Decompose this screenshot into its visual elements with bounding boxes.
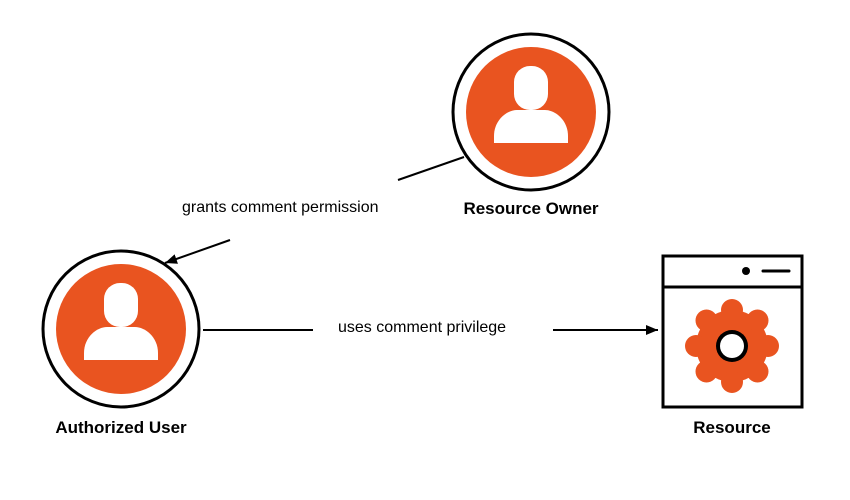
- edge-grants-line-upper: [397, 156, 465, 181]
- window-dot-icon: [742, 267, 750, 275]
- edge-grants-line-lower: [164, 239, 231, 264]
- edge-grants: [164, 156, 465, 264]
- edge-uses-label: uses comment privilege: [338, 319, 507, 337]
- resource-label: Resource: [693, 418, 771, 437]
- user-icon: [84, 283, 158, 360]
- gear-icon: [685, 299, 779, 393]
- resource-owner-node[interactable]: [451, 32, 611, 192]
- authorized-user-node[interactable]: [41, 249, 201, 409]
- user-icon: [494, 66, 568, 143]
- edge-grants-label: grants comment permission: [182, 199, 379, 217]
- resource-owner-label: Resource Owner: [463, 199, 599, 218]
- resource-node[interactable]: [661, 254, 804, 409]
- authorized-user-label: Authorized User: [55, 418, 187, 437]
